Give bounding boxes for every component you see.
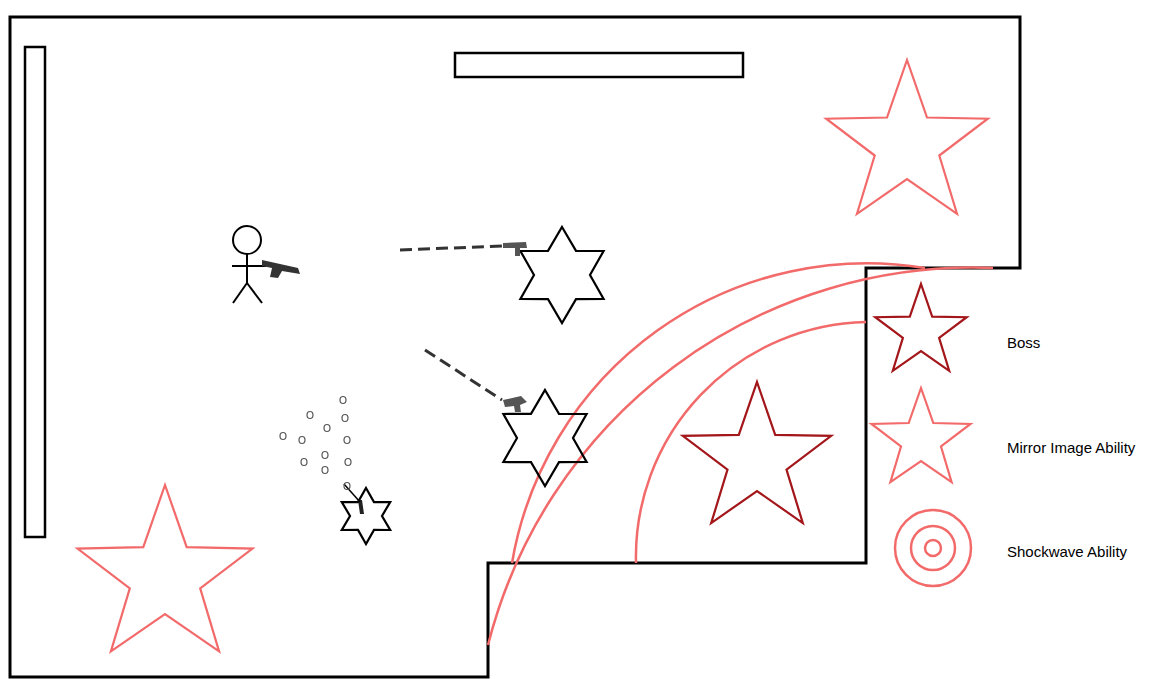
bullet	[280, 433, 286, 440]
bullet	[344, 437, 350, 444]
bullet	[322, 452, 328, 459]
bullet	[340, 397, 346, 404]
cover-wall	[25, 47, 45, 537]
shot-trail	[400, 246, 502, 400]
legend-label: Mirror Image Ability	[1007, 439, 1135, 457]
mirror-image	[826, 60, 988, 214]
bullet-spray	[280, 397, 351, 490]
bullet	[307, 412, 313, 419]
legend-shockwave-sample	[895, 510, 971, 586]
mirror-image	[78, 485, 253, 651]
legend-label: Boss	[1007, 334, 1040, 352]
boss-star	[683, 382, 831, 523]
legend-label: Shockwave Ability	[1007, 543, 1127, 561]
bullet	[342, 415, 348, 422]
bullet	[345, 459, 351, 466]
legend-boss-sample	[875, 284, 966, 371]
bullet	[299, 437, 305, 444]
enemy-guns	[358, 242, 527, 514]
player-figure	[232, 226, 266, 303]
aim-line	[344, 484, 360, 502]
enemy-star	[342, 488, 390, 544]
bullet	[322, 467, 328, 474]
shockwave-arc	[488, 268, 993, 645]
bullet	[301, 459, 307, 466]
bullet	[324, 425, 330, 432]
bullet	[344, 483, 350, 490]
stars	[78, 60, 988, 651]
room-wall	[10, 17, 1020, 677]
enemy-star	[520, 227, 603, 323]
shockwave-arc	[636, 322, 866, 563]
enemy-star	[503, 390, 586, 486]
legend-mirror-sample	[872, 388, 971, 482]
cover-wall	[455, 53, 743, 77]
player-gun	[262, 260, 300, 278]
